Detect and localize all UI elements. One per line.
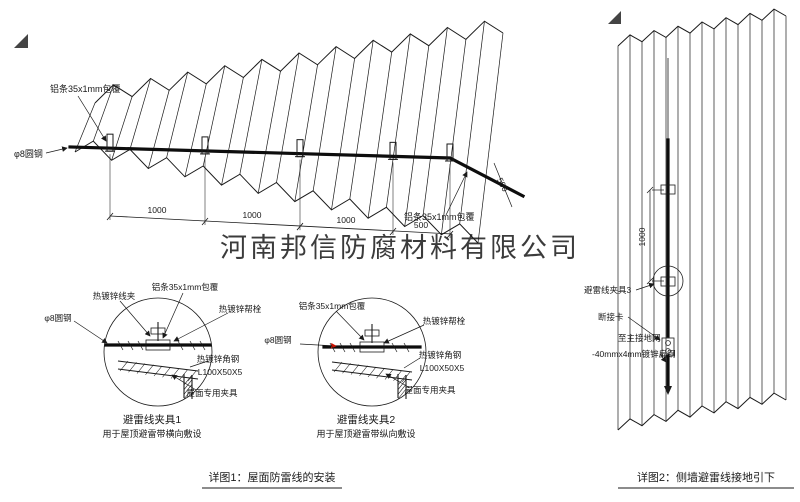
- label-round-steel: φ8圆钢: [14, 148, 43, 159]
- label-wire-clamp: 热镀锌线夹: [93, 291, 136, 301]
- detail1-angle-flange-top: [118, 361, 198, 371]
- detail2-angle-flange-top: [332, 362, 412, 372]
- leader-angle-steel: [404, 358, 420, 368]
- leader-round-steel: [74, 321, 107, 343]
- dim-500-edge: 500: [495, 176, 511, 193]
- label-angle-steel: 热镀锌角钢: [419, 350, 462, 360]
- corrugation-ridge-line: [185, 84, 206, 177]
- detail1-title: 避雷线夹具1: [123, 413, 181, 426]
- label-angle-spec: L100X50X5: [198, 367, 243, 377]
- caption-fig1: 详图1：屋面防雷线的安装: [208, 470, 335, 484]
- detail2-clamp-view: 铝条35x1mm包覆 热镀锌帮栓 φ8圆钢 热镀锌角钢 L100X50X5 屋面…: [264, 298, 465, 439]
- corrugated-wall-sheet: [618, 9, 786, 430]
- label-round-steel: φ8圆钢: [44, 313, 71, 323]
- label-roof-clamp: 屋面专用夹具: [186, 388, 238, 398]
- label-disconnect: 断接卡: [598, 312, 624, 322]
- dim-1000-b: 1000: [243, 210, 262, 220]
- label-alu: 铝条35x1mm包覆: [152, 282, 219, 292]
- corrugation-ridge-line: [478, 33, 503, 243]
- corrugation-ridge-line: [148, 90, 169, 168]
- corrugation-ridge-line: [423, 28, 447, 216]
- label-alu-strip-top: 铝条35x1mm包覆: [50, 83, 121, 94]
- label-angle-steel: 热镀锌角钢: [197, 354, 240, 364]
- roof-dimension-chain: [107, 154, 453, 238]
- label-roof-clamp: 屋面专用夹具: [404, 385, 456, 395]
- label-bolt: 热镀锌帮栓: [219, 304, 262, 314]
- leader-alu: [336, 311, 364, 340]
- wall-downlead-view: 1000 避雷线夹具3 断接卡 至主接地网 -40mmx4mm镀锌扁钢: [584, 9, 786, 430]
- corrugation-ridge-line: [240, 59, 262, 174]
- leader-alu-right: [446, 172, 467, 215]
- to-ground-arrow: [664, 386, 672, 395]
- leader-clamp3: [636, 284, 654, 290]
- label-bolt: 热镀锌帮栓: [423, 316, 466, 326]
- hatch-line: [184, 375, 192, 385]
- corner-marker-triangle: [608, 11, 621, 24]
- label-alu: 铝条35x1mm包覆: [299, 301, 366, 311]
- leader-bolt: [384, 325, 424, 343]
- captions: 详图1：屋面防雷线的安装 详图2：侧墙避雷线接地引下: [202, 470, 794, 488]
- leader-bolt: [174, 313, 228, 341]
- roof-isometric-view: 铝条35x1mm包覆 φ8圆钢 铝条35x1mm包覆 1000 1000 100…: [14, 21, 523, 243]
- wall-dim-1000: 1000: [637, 227, 647, 246]
- dim-1000-c: 1000: [337, 215, 356, 225]
- caption-fig2: 详图2：侧墙避雷线接地引下: [637, 470, 775, 484]
- detail1-clamp-view: 热镀锌线夹 铝条35x1mm包覆 热镀锌帮栓 φ8圆钢 热镀锌角钢 L100X5…: [44, 282, 261, 439]
- corrugation-edge: [95, 21, 503, 103]
- dimension-chain-line: [110, 216, 452, 234]
- corrugation-ridge-line: [331, 58, 354, 209]
- corrugation-ridge-line: [350, 40, 373, 199]
- label-round-steel-red: φ8圆钢: [264, 335, 291, 345]
- label-angle-spec: L100X50X5: [420, 363, 465, 373]
- corrugated-roof-sheet: [75, 21, 503, 243]
- leader-wire-clamp: [120, 301, 150, 336]
- label-to-ground: 至主接地网: [618, 333, 661, 343]
- corrugation-ridge-line: [460, 21, 485, 224]
- detail1-subtitle: 用于屋顶避雷带横向敷设: [102, 428, 201, 439]
- label-clamp3: 避雷线夹具3: [584, 285, 632, 295]
- corrugation-ridge-line: [386, 34, 410, 207]
- company-watermark: 河南邦信防腐材料有限公司: [220, 233, 580, 263]
- corrugation-ridge-line: [295, 65, 318, 202]
- corrugation-ridge-line: [167, 72, 188, 158]
- label-flat-steel: -40mmx4mm镀锌扁钢: [592, 349, 676, 359]
- corner-marker-triangle: [14, 34, 28, 48]
- leader-round-steel: [46, 148, 67, 153]
- dim-1000-a: 1000: [148, 205, 167, 215]
- dim-500-chain: 500: [414, 220, 428, 230]
- corrugation-ridge-line: [222, 78, 244, 186]
- detail2-title: 避雷线夹具2: [337, 413, 395, 426]
- detail2-subtitle: 用于屋顶避雷带纵向敷设: [316, 428, 415, 439]
- corrugation-ridge-line: [313, 47, 336, 191]
- corrugation-ridge-line: [258, 71, 280, 193]
- corrugation-ridge-line: [75, 103, 95, 152]
